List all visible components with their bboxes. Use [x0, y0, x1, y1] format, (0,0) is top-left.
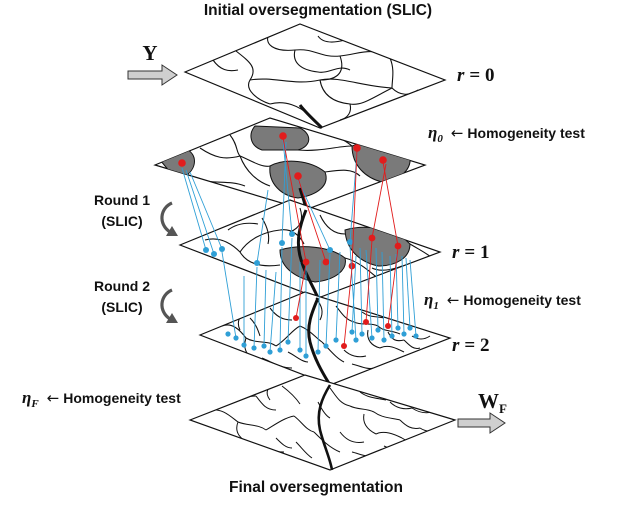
plane-eta0 — [153, 117, 427, 211]
round1-curved-arrow-icon — [160, 201, 178, 236]
plane-r0 — [183, 23, 447, 130]
plane-r2 — [198, 291, 452, 386]
plane-final — [188, 374, 457, 471]
footer-caption: Final oversegmentation — [229, 479, 403, 496]
test-eta0: η0←Homogeneity test — [428, 123, 585, 145]
input-arrow-icon — [127, 64, 178, 86]
level-label-r1: r= 1 — [452, 242, 489, 263]
level-label-r0: r= 0 — [457, 65, 494, 86]
connection-lines — [181, 137, 417, 356]
level-label-r2: r= 2 — [452, 335, 489, 356]
round2-curved-arrow-icon — [160, 288, 178, 323]
test-etaF: ηF←Homogeneity test — [22, 388, 181, 410]
output-arrow-icon — [457, 412, 506, 434]
round1-line2: (SLIC) — [101, 213, 142, 229]
title: Initial oversegmentation (SLIC) — [204, 2, 432, 19]
plane-r1 — [178, 199, 442, 299]
round1-line1: Round 1 — [94, 192, 150, 208]
round2-line1: Round 2 — [94, 278, 150, 294]
input-symbol: Y — [142, 41, 157, 65]
test-eta1: η1←Homogeneity test — [424, 290, 581, 312]
round2-line2: (SLIC) — [101, 299, 142, 315]
output-symbol: WF — [478, 389, 507, 416]
